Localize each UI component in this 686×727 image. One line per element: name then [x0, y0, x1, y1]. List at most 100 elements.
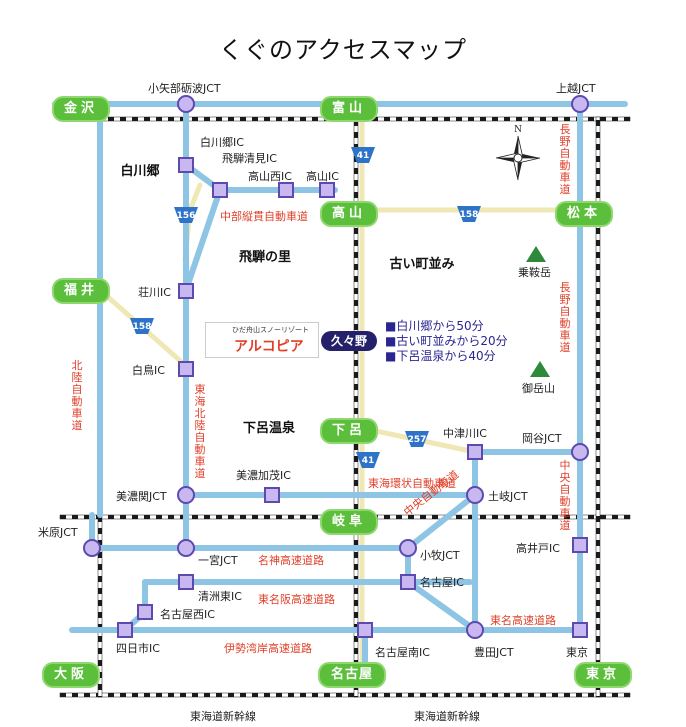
- jct-koyabe: [177, 95, 195, 113]
- route-41-label: 41: [357, 151, 370, 161]
- destination-kuguno: 久々野: [321, 331, 377, 351]
- jct-komaki: [399, 539, 417, 557]
- jct-ichinomiya: [177, 539, 195, 557]
- ic-takaido: [572, 537, 588, 553]
- label-nagoya-minami-ic: 名古屋南IC: [375, 646, 430, 659]
- route-156-shield: 156: [174, 207, 198, 223]
- city-tokyo: 東京: [574, 662, 632, 688]
- road-meihan: 東名阪高速道路: [258, 593, 335, 606]
- label-takayama-nishi-ic: 高山西IC: [248, 170, 292, 183]
- route-156-label: 156: [177, 211, 196, 221]
- jct-mino-seki: [177, 486, 195, 504]
- route-41-label: 41: [362, 456, 375, 466]
- route-158-shield-east: 158: [457, 206, 481, 222]
- area-gero-onsen: 下呂温泉: [216, 399, 322, 454]
- label-maibara-jct: 米原JCT: [38, 526, 78, 539]
- jct-maibara: [83, 539, 101, 557]
- ontake-mountain-icon: [530, 361, 550, 377]
- ic-shirakawago: [178, 157, 194, 173]
- ic-shirotori: [178, 361, 194, 377]
- label-nagoya-ic: 名古屋IC: [420, 576, 464, 589]
- label-joetsu-jct: 上越JCT: [556, 82, 596, 95]
- route-41-shield-south: 41: [356, 452, 380, 468]
- road-hokuriku: 北陸自動車道: [71, 359, 83, 432]
- route-41-shield-north: 41: [351, 147, 375, 163]
- jct-toyota: [466, 621, 484, 639]
- area-furui-machinami: 古い町並み: [358, 235, 486, 290]
- norikura-mountain-icon: [526, 246, 546, 262]
- ic-nagoya-nishi: [137, 604, 153, 620]
- label-takayama-ic: 高山IC: [306, 170, 339, 183]
- road-tokai-hokuriku: 東海北陸自動車道: [194, 383, 206, 480]
- ic-shogawa: [178, 283, 194, 299]
- shinkansen-label-left: 東海道新幹線: [190, 710, 256, 723]
- city-nagoya: 名古屋: [318, 662, 386, 688]
- jct-joetsu: [571, 95, 589, 113]
- area-hida-no-sato: 飛騨の里: [212, 228, 318, 283]
- ic-takayama-nishi: [278, 182, 294, 198]
- road-nagano-north: 長野自動車道: [559, 123, 571, 196]
- label-shirotori-ic: 白鳥IC: [132, 364, 165, 377]
- route-158-label: 158: [133, 322, 152, 332]
- label-tokyo-ic: 東京: [566, 646, 588, 659]
- label-takaido-ic: 高井戸IC: [516, 542, 560, 555]
- ic-nakatsugawa: [467, 444, 483, 460]
- ic-kiyosu-higashi: [178, 574, 194, 590]
- legend-item: ■白川郷から50分: [385, 319, 484, 333]
- road-nagano-south: 長野自動車道: [559, 281, 571, 354]
- ic-nagoya-minami: [357, 622, 373, 638]
- road-tomei: 東名高速道路: [490, 614, 556, 627]
- city-gero: 下呂: [320, 418, 378, 444]
- city-toyama: 富山: [320, 96, 378, 122]
- ic-takayama: [319, 182, 335, 198]
- travel-time-legend: ■白川郷から50分 ■古い町並みから20分 ■下呂温泉から40分: [385, 319, 508, 364]
- city-fukui: 福井: [52, 278, 110, 304]
- logo-subtitle: ひだ舟山スノーリゾート: [232, 326, 309, 334]
- legend-item: ■古い町並みから20分: [385, 334, 508, 348]
- logo-name: アルコピア: [234, 339, 304, 355]
- label-nakatsugawa-ic: 中津川IC: [443, 427, 487, 440]
- label-nagoya-nishi-ic: 名古屋西IC: [160, 608, 215, 621]
- label-komaki-jct: 小牧JCT: [420, 549, 460, 562]
- label-mino-kamo-ic: 美濃加茂IC: [236, 469, 291, 482]
- label-yokkaichi-ic: 四日市IC: [116, 642, 160, 655]
- label-shogawa-ic: 荘川IC: [138, 286, 171, 299]
- mountain-ontake-label: 御岳山: [522, 382, 555, 395]
- city-osaka: 大阪: [42, 662, 100, 688]
- label-koyabe-jct: 小矢部砺波JCT: [148, 82, 221, 95]
- mountain-norikura-label: 乗鞍岳: [518, 266, 551, 279]
- road-chuo-vertical: 中央自動車道: [559, 459, 571, 532]
- road-isewangan: 伊勢湾岸高速道路: [224, 642, 312, 655]
- route-158-shield-west: 158: [130, 318, 154, 334]
- city-gifu: 岐阜: [320, 509, 378, 535]
- ic-yokkaichi: [117, 622, 133, 638]
- label-okaya-jct: 岡谷JCT: [522, 432, 562, 445]
- ic-hida-kiyomi: [212, 182, 228, 198]
- road-tokai-kanjo: 東海環状自動車道: [368, 477, 456, 490]
- national-routes: [97, 109, 588, 673]
- alcopia-logo: ひだ舟山スノーリゾート アルコピア: [205, 322, 319, 358]
- jct-toki: [466, 486, 484, 504]
- ic-mino-kamo: [264, 487, 280, 503]
- ic-tokyo: [572, 622, 588, 638]
- route-257-label: 257: [408, 435, 427, 445]
- legend-item: ■下呂温泉から40分: [385, 349, 496, 363]
- area-shirakawago: 白川郷: [92, 142, 188, 197]
- jct-okaya: [571, 443, 589, 461]
- city-kanazawa: 金沢: [52, 96, 110, 122]
- label-shirakawago-ic: 白川郷IC: [200, 136, 244, 149]
- label-mino-seki-jct: 美濃関JCT: [116, 490, 167, 503]
- compass-icon: N: [495, 125, 541, 181]
- shinkansen-label-right: 東海道新幹線: [414, 710, 480, 723]
- label-hida-kiyomi-ic: 飛騨清見IC: [222, 152, 277, 165]
- compass-north-label: N: [514, 125, 522, 135]
- label-toyota-jct: 豊田JCT: [474, 646, 514, 659]
- route-shields: 41 41 156 158 158 257: [130, 147, 481, 468]
- road-chubu-jukan: 中部縦貫自動車道: [220, 210, 308, 223]
- road-meishin: 名神高速道路: [258, 554, 324, 567]
- label-toki-jct: 土岐JCT: [488, 490, 528, 503]
- ic-nagoya: [400, 574, 416, 590]
- city-matsumoto: 松本: [555, 201, 613, 227]
- mountains: [526, 246, 550, 377]
- city-takayama: 高山: [320, 201, 378, 227]
